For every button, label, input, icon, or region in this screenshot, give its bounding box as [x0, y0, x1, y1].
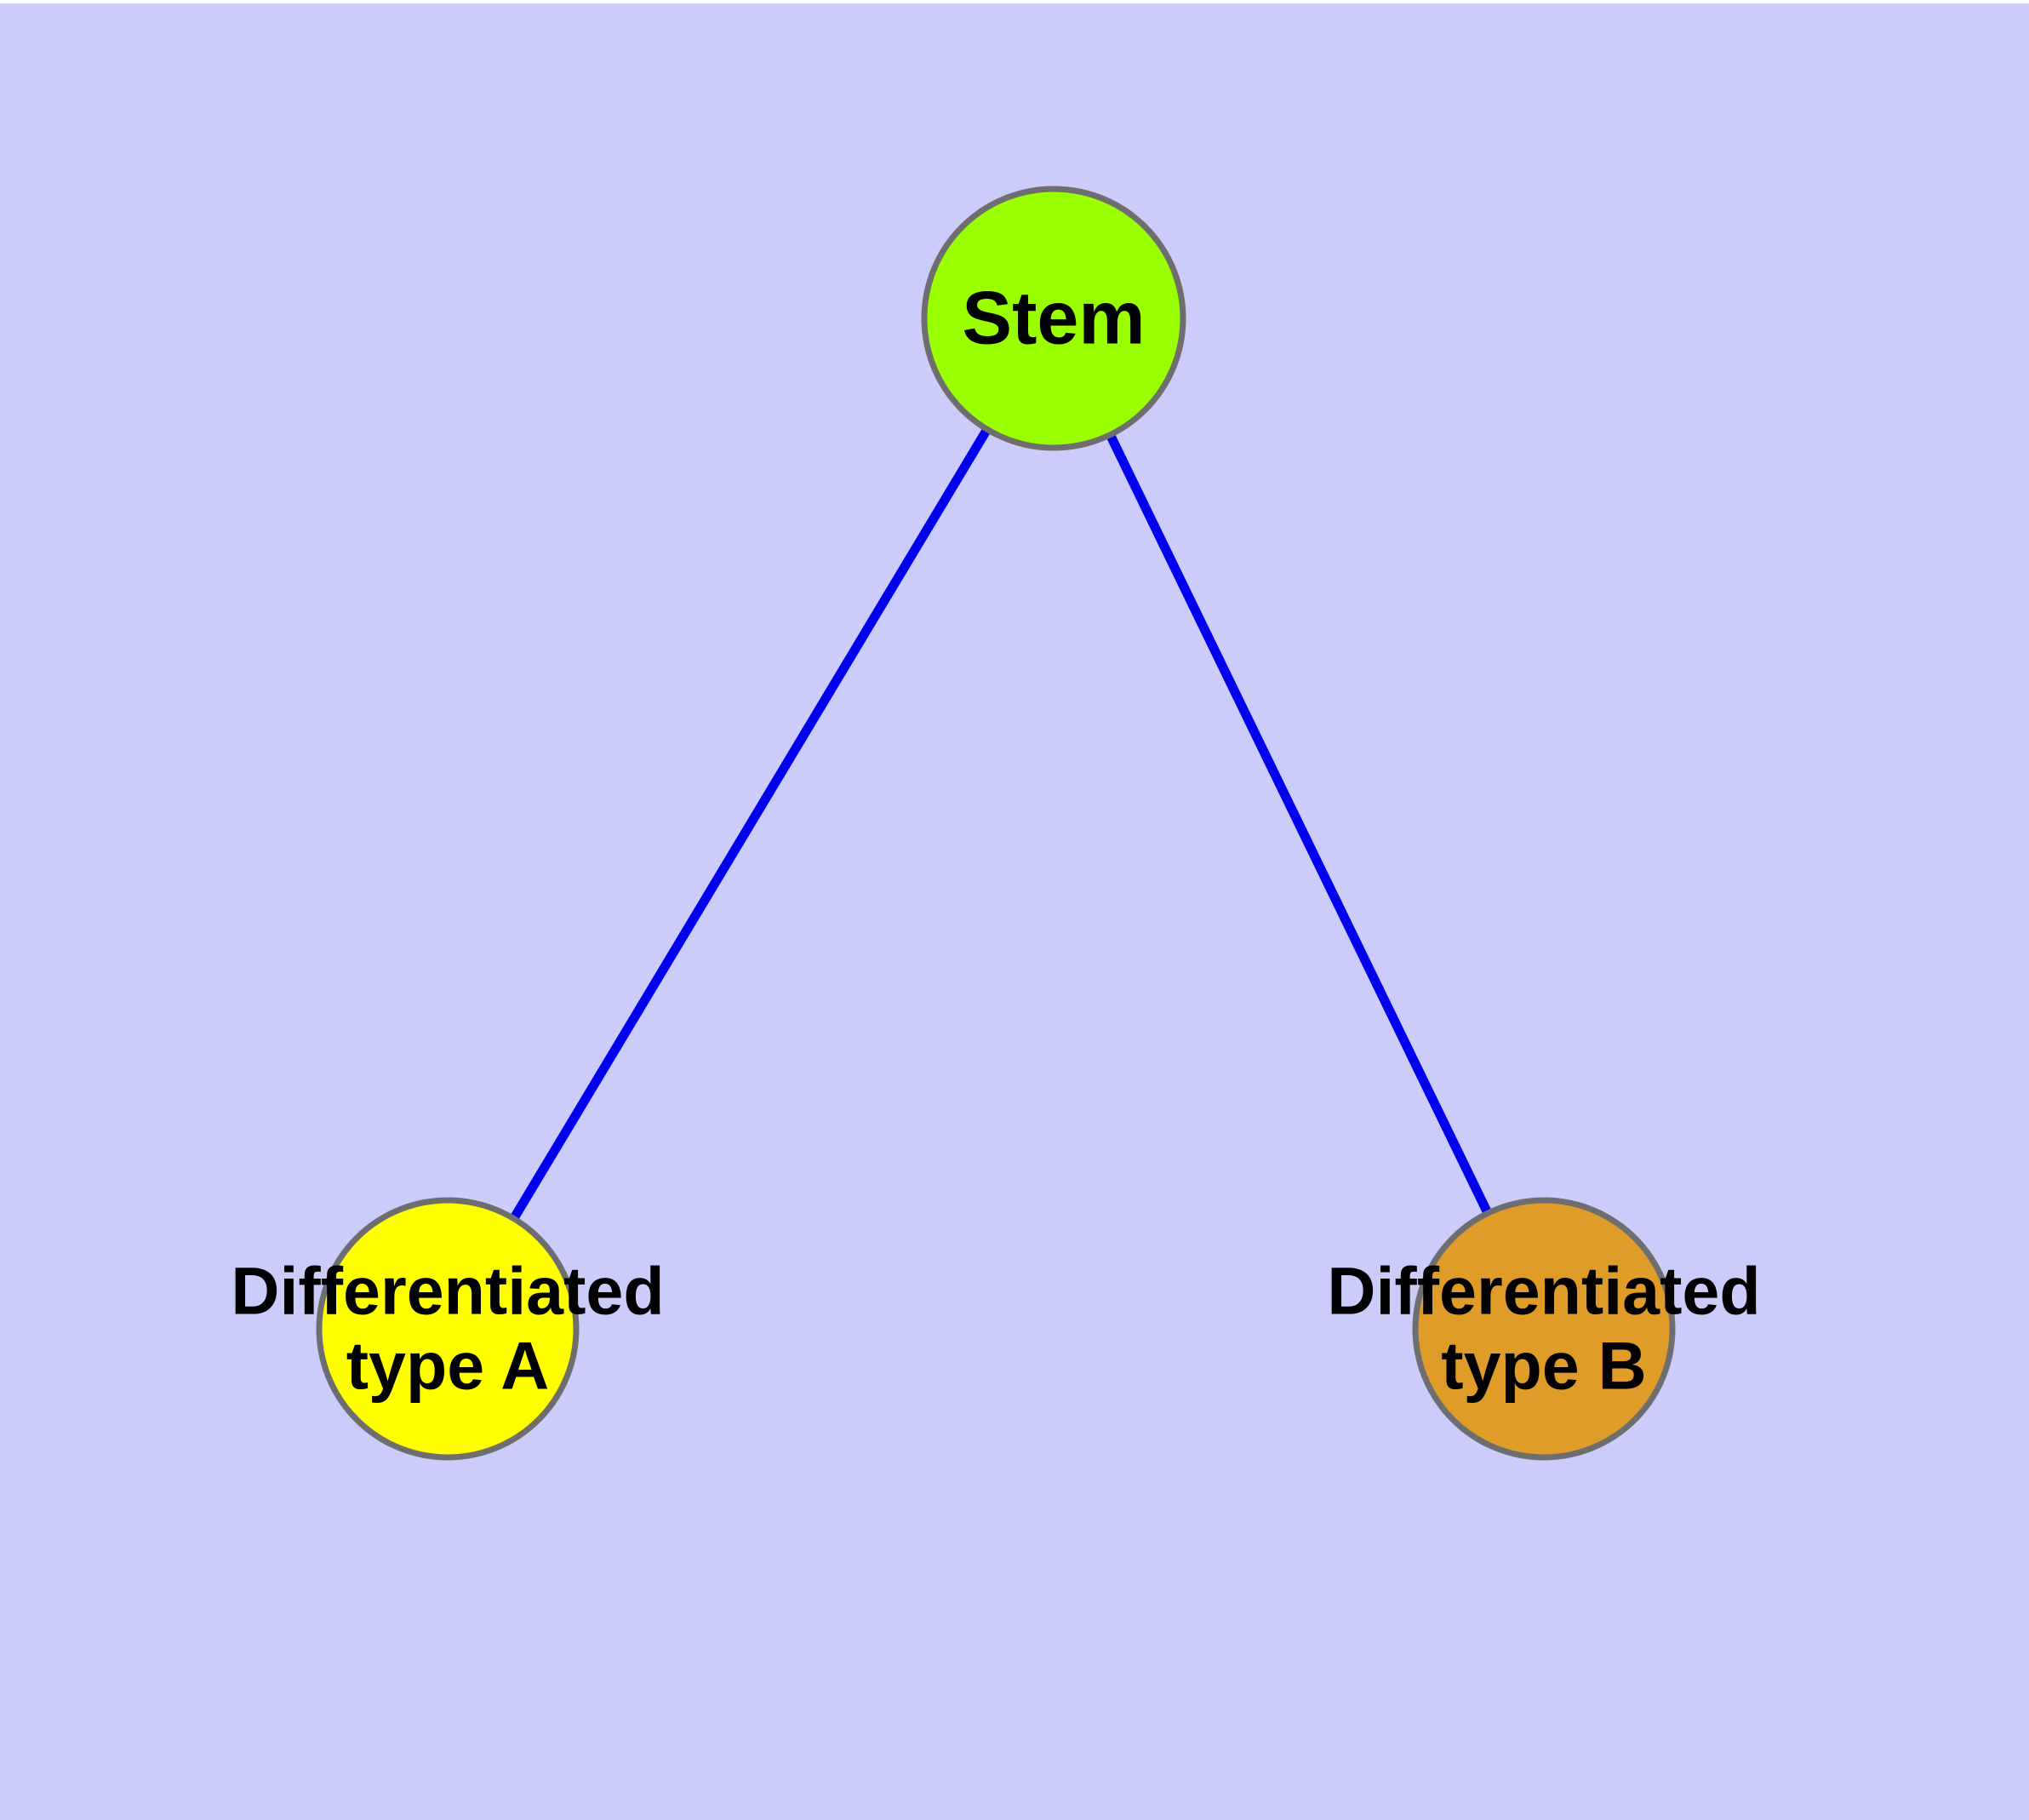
node-differentiated-type-b[interactable]	[1412, 1197, 1676, 1461]
edge-layer	[507, 424, 1494, 1224]
edge-stem-to-differentiated-type-b[interactable]	[1104, 429, 1494, 1219]
node-stem[interactable]	[921, 186, 1186, 451]
top-margin-strip	[0, 0, 2029, 3]
edge-stem-to-differentiated-type-a[interactable]	[507, 424, 993, 1224]
node-layer	[316, 186, 1676, 1461]
node-differentiated-type-a[interactable]	[316, 1197, 580, 1461]
